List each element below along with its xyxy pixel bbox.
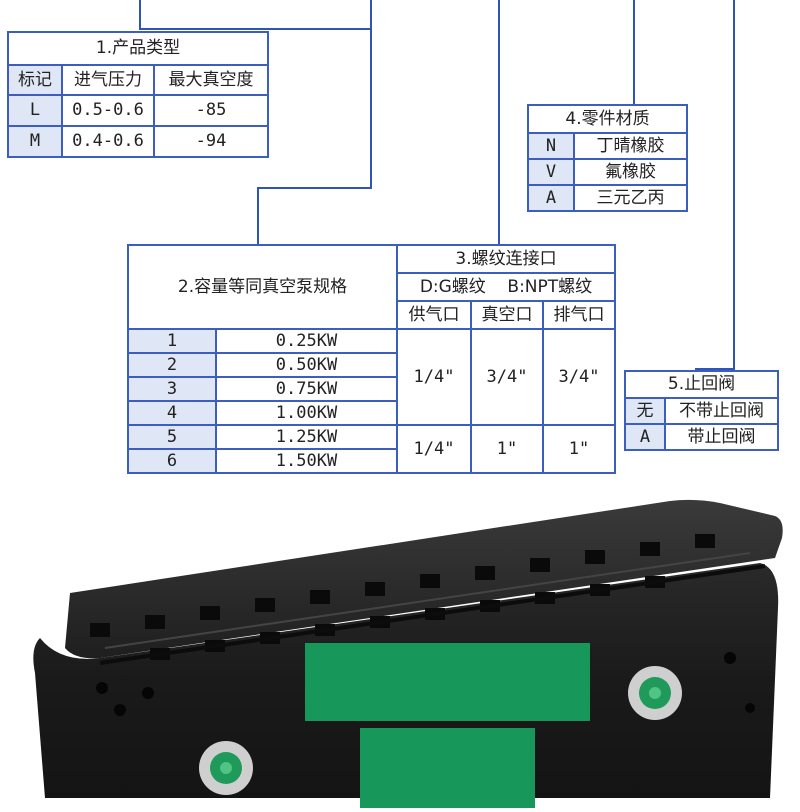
thread-title: 3.螺纹连接口 — [396, 244, 616, 274]
vacuum-generator-image — [30, 498, 785, 808]
pressure-cell: 0.5-0.6 — [61, 94, 155, 127]
material-name: 丁晴橡胶 — [573, 132, 688, 160]
size-kw: 0.75KW — [215, 376, 398, 402]
thread-types: D:G螺纹 B:NPT螺纹 — [396, 272, 616, 302]
material-table: 4.零件材质 N 丁晴橡胶 V 氟橡胶 A 三元乙丙 — [527, 104, 688, 212]
size-number: 6 — [127, 448, 217, 474]
check-valve-code: 无 — [624, 397, 666, 425]
check-valve-code: A — [624, 423, 666, 451]
size-kw: 1.50KW — [215, 448, 398, 474]
port-vacuum-value: 1" — [470, 424, 544, 474]
connector-line — [370, 0, 372, 188]
size-number: 1 — [127, 328, 217, 354]
header-vacuum: 最大真空度 — [153, 64, 269, 96]
connector-line — [498, 0, 500, 246]
header-pressure: 进气压力 — [61, 64, 155, 96]
port-header-vacuum: 真空口 — [470, 300, 544, 330]
size-number: 4 — [127, 400, 217, 426]
port-header-supply: 供气口 — [396, 300, 472, 330]
port-header-exhaust: 排气口 — [542, 300, 616, 330]
check-valve-label: 带止回阀 — [664, 423, 779, 451]
size-kw: 0.50KW — [215, 352, 398, 378]
connector-line — [257, 187, 259, 244]
connector-line — [733, 0, 735, 370]
material-code: A — [527, 184, 575, 212]
check-valve-table: 5.止回阀 无 不带止回阀 A 带止回阀 — [624, 370, 779, 451]
size-number: 2 — [127, 352, 217, 378]
material-code: N — [527, 132, 575, 160]
check-valve-title: 5.止回阀 — [624, 370, 779, 399]
header-mark: 标记 — [7, 64, 63, 96]
port-exhaust-value: 3/4" — [542, 328, 616, 426]
material-name: 三元乙丙 — [573, 184, 688, 212]
product-type-table: 1.产品类型 标记 进气压力 最大真空度 L 0.5-0.6 -85 M 0.4… — [7, 31, 269, 158]
connector-line — [139, 28, 371, 30]
connector-line — [633, 0, 635, 104]
capacity-thread-table: 2.容量等同真空泵规格 3.螺纹连接口 D:G螺纹 B:NPT螺纹 供气口 真空… — [127, 244, 616, 474]
check-valve-label: 不带止回阀 — [664, 397, 779, 425]
port-supply-value: 1/4" — [396, 424, 472, 474]
pressure-cell: 0.4-0.6 — [61, 125, 155, 158]
connector-line — [695, 368, 735, 370]
product-type-title: 1.产品类型 — [7, 31, 269, 66]
material-title: 4.零件材质 — [527, 104, 688, 134]
port-vacuum-value: 3/4" — [470, 328, 544, 426]
size-number: 5 — [127, 424, 217, 450]
size-kw: 1.25KW — [215, 424, 398, 450]
connector-line — [257, 187, 372, 189]
port-supply-value: 1/4" — [396, 328, 472, 426]
size-kw: 0.25KW — [215, 328, 398, 354]
port-exhaust-value: 1" — [542, 424, 616, 474]
size-kw: 1.00KW — [215, 400, 398, 426]
connector-line — [139, 0, 141, 30]
capacity-title: 2.容量等同真空泵规格 — [127, 244, 398, 330]
vacuum-cell: -85 — [153, 94, 269, 127]
mark-cell: M — [7, 125, 63, 158]
vacuum-cell: -94 — [153, 125, 269, 158]
material-code: V — [527, 158, 575, 186]
size-number: 3 — [127, 376, 217, 402]
mark-cell: L — [7, 94, 63, 127]
material-name: 氟橡胶 — [573, 158, 688, 186]
